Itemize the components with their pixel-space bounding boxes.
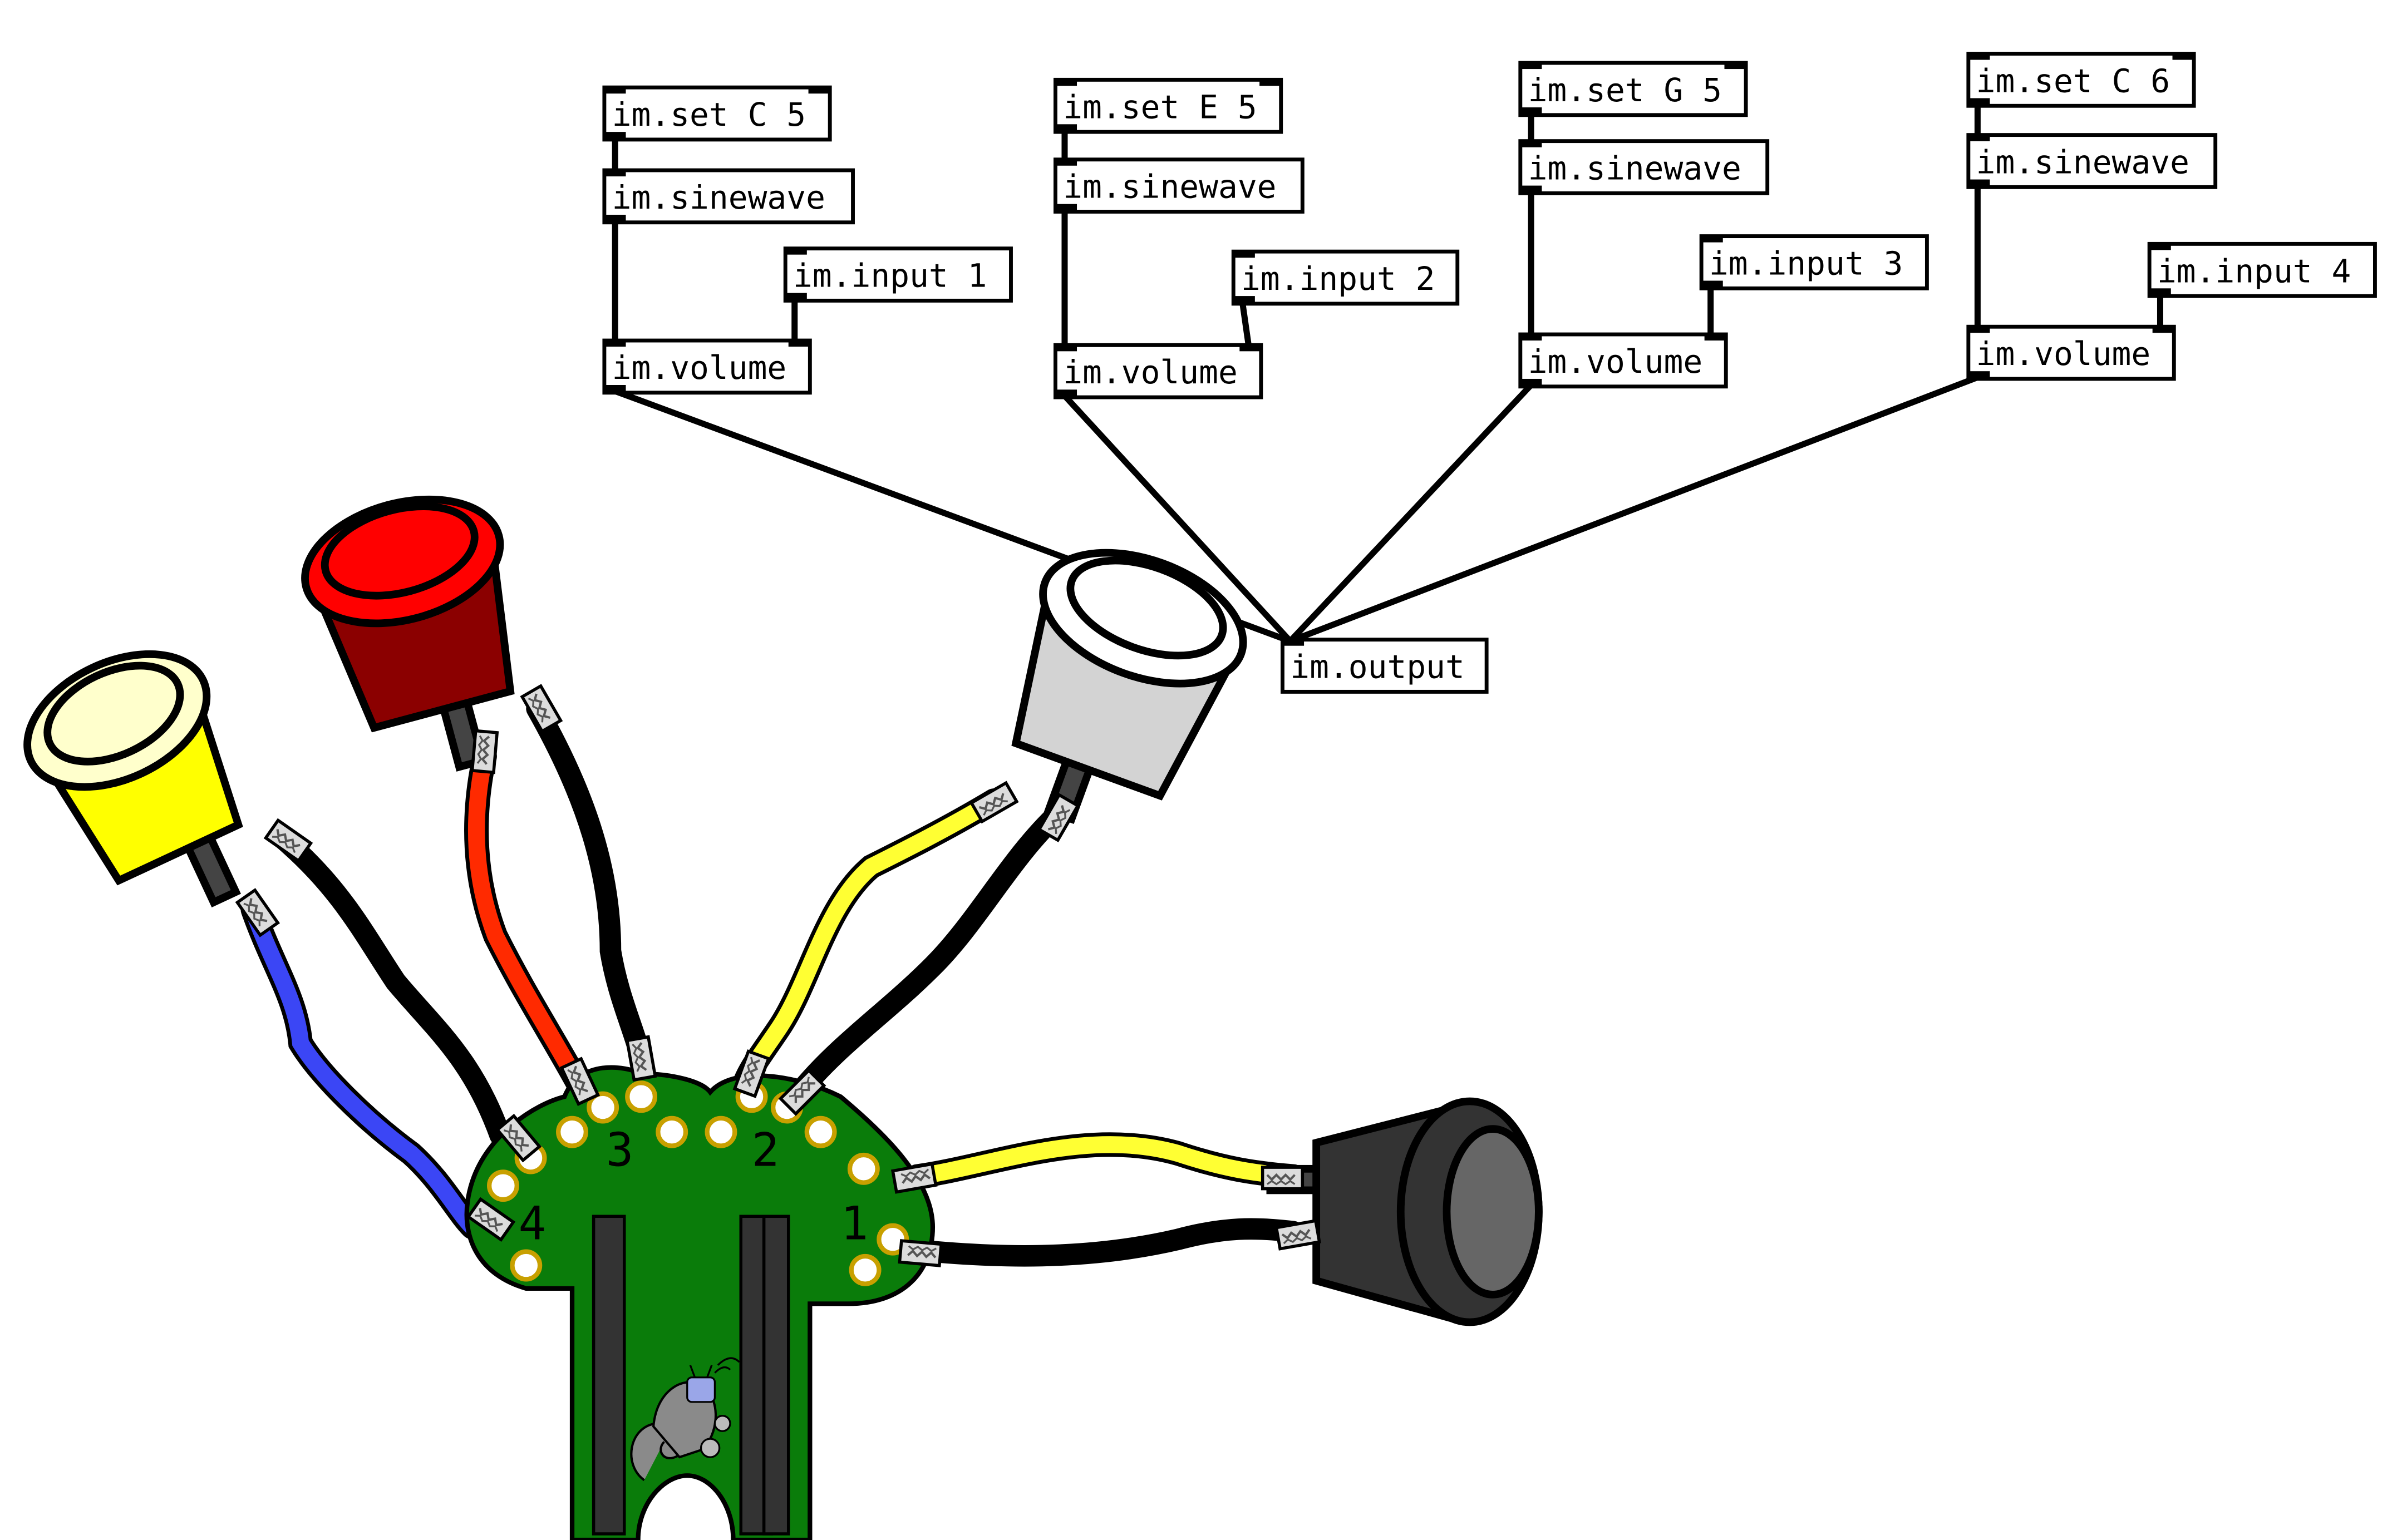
cord-volume-to-output-2 xyxy=(1062,393,1293,644)
red-arcade-button[interactable] xyxy=(291,479,554,793)
cord-input-to-volume-2 xyxy=(1239,303,1252,347)
object-sinewave-2[interactable]: im.sinewave xyxy=(1054,157,1305,214)
object-label: im.input 3 xyxy=(1709,244,1903,282)
wires xyxy=(240,698,1306,1267)
object-input-4[interactable]: im.input 4 xyxy=(2147,241,2377,298)
pin-label-4: 4 xyxy=(519,1197,547,1251)
object-sinewave-4[interactable]: im.sinewave xyxy=(1966,133,2218,189)
object-label: im.volume xyxy=(1976,335,2151,373)
pin-header-left xyxy=(592,1215,626,1536)
object-set-note-4[interactable]: im.set C 6 xyxy=(1966,52,2196,108)
wire-red-ground xyxy=(526,698,652,1069)
object-label: im.set C 6 xyxy=(1976,62,2170,100)
pin-label-1: 1 xyxy=(840,1197,868,1251)
object-label: im.volume xyxy=(1528,343,1703,381)
object-label: im.sinewave xyxy=(612,179,825,216)
object-volume-3[interactable]: im.volume xyxy=(1518,332,1728,389)
object-label: im.set C 5 xyxy=(612,96,806,134)
wire-black-ground xyxy=(907,1218,1305,1267)
wire-yellow-ground xyxy=(274,830,511,1146)
object-volume-1[interactable]: im.volume xyxy=(602,338,812,395)
pads xyxy=(486,1080,909,1286)
circuit-board: 4 3 2 1 xyxy=(464,1065,936,1540)
object-label: im.set E 5 xyxy=(1063,88,1257,126)
wire-red-signal xyxy=(468,748,592,1101)
object-sinewave-1[interactable]: im.sinewave xyxy=(602,168,855,225)
object-input-2[interactable]: im.input 2 xyxy=(1231,249,1460,306)
object-label: im.sinewave xyxy=(1976,144,2189,181)
wire-black-signal xyxy=(909,1136,1302,1185)
object-label: im.input 1 xyxy=(793,257,987,295)
white-arcade-button[interactable] xyxy=(972,528,1261,855)
object-volume-4[interactable]: im.volume xyxy=(1966,324,2176,381)
object-sinewave-3[interactable]: im.sinewave xyxy=(1518,139,1770,195)
object-output[interactable]: im.output xyxy=(1281,638,1489,694)
yellow-arcade-button[interactable] xyxy=(6,628,290,947)
object-set-note-1[interactable]: im.set C 5 xyxy=(602,85,832,142)
object-label: im.sinewave xyxy=(1063,168,1276,206)
object-label: im.volume xyxy=(1063,353,1238,391)
pin-label-3: 3 xyxy=(606,1123,634,1177)
cord-volume-to-output-4 xyxy=(1289,374,1979,644)
object-set-note-3[interactable]: im.set G 5 xyxy=(1518,61,1748,117)
squirrel-logo-icon xyxy=(630,1357,740,1482)
object-volume-2[interactable]: im.volume xyxy=(1054,343,1263,399)
wire-yellow-signal xyxy=(244,901,481,1236)
wire-white-signal xyxy=(737,792,1003,1090)
object-input-1[interactable]: im.input 1 xyxy=(783,246,1013,303)
object-label: im.input 2 xyxy=(1241,260,1435,298)
object-set-note-2[interactable]: im.set E 5 xyxy=(1054,77,1283,134)
object-label: im.volume xyxy=(612,349,787,387)
wire-white-ground xyxy=(791,802,1070,1100)
object-label: im.set G 5 xyxy=(1528,71,1722,109)
object-label: im.sinewave xyxy=(1528,150,1741,187)
black-arcade-button[interactable] xyxy=(1266,1097,1543,1326)
object-label: im.input 4 xyxy=(2157,252,2351,290)
cord-volume-to-output-3 xyxy=(1288,383,1534,644)
object-input-3[interactable]: im.input 3 xyxy=(1699,234,1929,290)
object-label: im.output xyxy=(1290,648,1465,686)
pin-label-2: 2 xyxy=(752,1123,780,1177)
